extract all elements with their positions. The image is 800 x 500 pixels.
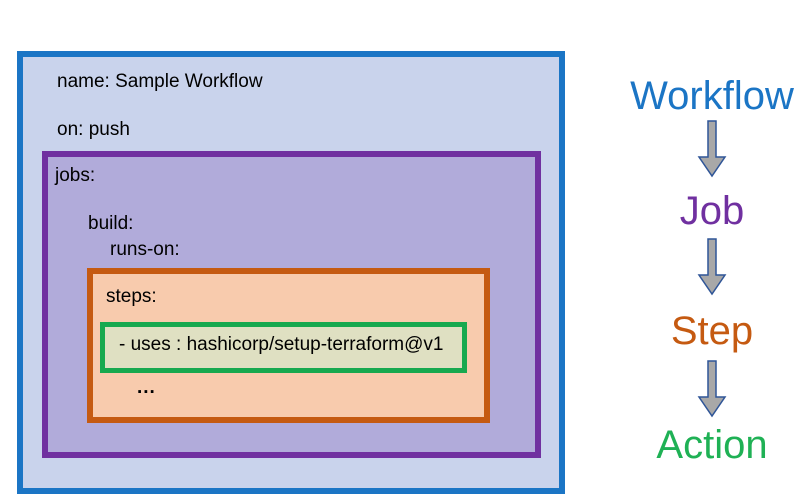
step-box: steps: - uses : hashicorp/setup-terrafor…	[87, 268, 490, 423]
down-arrow-shape	[697, 238, 727, 296]
workflow-box: name: Sample Workflow on: push jobs: bui…	[17, 51, 565, 494]
legend-step-label: Step	[670, 309, 754, 353]
legend-workflow-label: Workflow	[630, 74, 794, 118]
jobs-key-text: jobs:	[55, 165, 96, 186]
workflow-name-text: name: Sample Workflow	[57, 71, 263, 92]
build-key-text: build:	[88, 213, 134, 234]
legend-job-label: Job	[679, 189, 745, 233]
down-arrow-shape	[697, 120, 727, 178]
action-box: - uses : hashicorp/setup-terraform@v1	[100, 322, 467, 373]
legend-action-label: Action	[656, 423, 768, 467]
down-arrow-icon	[697, 360, 727, 418]
steps-key-text: steps:	[106, 286, 157, 307]
uses-action-text: - uses : hashicorp/setup-terraform@v1	[119, 334, 444, 355]
job-box: jobs: build: runs-on: steps: - uses : ha…	[42, 151, 541, 458]
down-arrow-icon	[697, 120, 727, 178]
runs-on-key-text: runs-on:	[110, 239, 180, 260]
workflow-trigger-text: on: push	[57, 119, 130, 140]
down-arrow-icon	[697, 238, 727, 296]
more-steps-ellipsis: ...	[137, 377, 156, 398]
down-arrow-shape	[697, 360, 727, 418]
